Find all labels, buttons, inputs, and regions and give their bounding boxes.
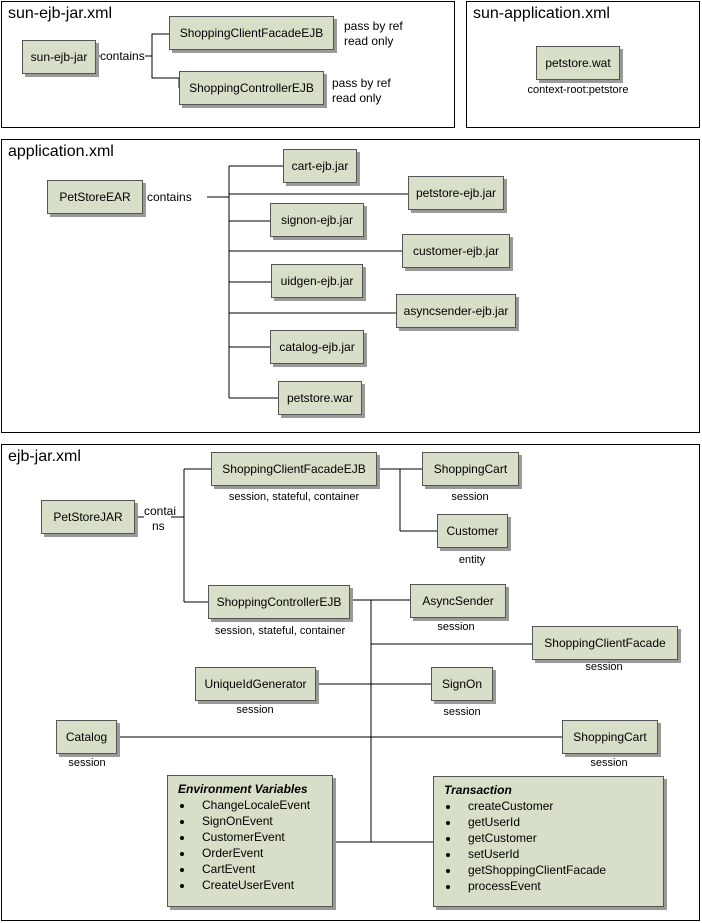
panel-title: sun-ejb-jar.xml: [8, 5, 113, 22]
module-petstore-war[interactable]: petstore.war: [278, 381, 362, 415]
node-shopping-cart-2[interactable]: ShoppingCart: [562, 720, 658, 754]
node-label: asyncsender-ejb.jar: [403, 304, 509, 318]
node-petstore-ear[interactable]: PetStoreEAR: [47, 180, 143, 214]
panel-title: sun-application.xml: [473, 5, 610, 22]
contains-label-part2: ns: [152, 519, 165, 533]
node-label: cart-ejb.jar: [291, 159, 349, 173]
node-label: ShoppingControllerEJB: [189, 81, 314, 95]
node-label: petstore.wat: [545, 56, 611, 70]
node-label: catalog-ejb.jar: [279, 340, 355, 354]
node-label: signon-ejb.jar: [280, 213, 354, 227]
node-shopping-client-facade[interactable]: ShoppingClientFacade: [532, 626, 678, 660]
module-uidgen-ejb-jar[interactable]: uidgen-ejb.jar: [271, 264, 363, 298]
node-shopping-controller-ejb[interactable]: ShoppingControllerEJB: [179, 71, 324, 105]
node-label: petstore.war: [286, 391, 354, 405]
node-label: ShoppingControllerEJB: [216, 595, 342, 609]
list-item: ChangeLocaleEvent: [194, 797, 322, 813]
node-label: UniqueIdGenerator: [204, 677, 307, 691]
cart-desc: session: [451, 491, 489, 503]
scf-desc: session: [585, 661, 623, 673]
note-read-only-1: read only: [344, 34, 394, 48]
list-item: createCustomer: [460, 798, 653, 814]
module-cart-ejb-jar[interactable]: cart-ejb.jar: [283, 149, 357, 183]
transaction-list: createCustomer getUserId getCustomer set…: [444, 798, 653, 894]
node-sun-ejb-jar[interactable]: sun-ejb-jar: [22, 40, 96, 74]
catalog-desc: session: [68, 757, 106, 769]
uid-desc: session: [236, 704, 274, 716]
node-label: customer-ejb.jar: [412, 244, 500, 258]
node-label: petstore-ejb.jar: [415, 186, 497, 200]
node-label: SignOn: [441, 677, 483, 691]
node-catalog[interactable]: Catalog: [56, 720, 117, 754]
node-label: Catalog: [65, 730, 108, 744]
contains-label-part1: contai: [144, 504, 177, 518]
list-item: SignOnEvent: [194, 813, 322, 829]
async-desc: session: [437, 621, 475, 633]
node-async-sender[interactable]: AsyncSender: [410, 584, 506, 618]
module-asyncsender-ejb-jar[interactable]: asyncsender-ejb.jar: [396, 294, 516, 328]
list-item: getShoppingClientFacade: [460, 862, 653, 878]
panel-title: application.xml: [8, 143, 114, 160]
environment-variables-box: Environment Variables ChangeLocaleEvent …: [167, 775, 333, 907]
environment-variables-title: Environment Variables: [178, 782, 308, 796]
transaction-title: Transaction: [444, 783, 512, 797]
list-item: getUserId: [460, 814, 653, 830]
environment-variables-list: ChangeLocaleEvent SignOnEvent CustomerEv…: [178, 797, 322, 893]
customer-desc: entity: [458, 554, 486, 566]
list-item: CustomerEvent: [194, 829, 322, 845]
list-item: OrderEvent: [194, 845, 322, 861]
node-label: AsyncSender: [422, 594, 494, 608]
facade-desc: session, stateful, container: [228, 491, 360, 503]
module-catalog-ejb-jar[interactable]: catalog-ejb.jar: [270, 330, 364, 364]
node-label: uidgen-ejb.jar: [280, 274, 354, 288]
contains-label: contains: [100, 49, 145, 63]
node-petstore-jar[interactable]: PetStoreJAR: [41, 500, 135, 534]
controller-desc: session, stateful, container: [214, 625, 346, 637]
node-label: ShoppingClientFacadeEJB: [179, 26, 324, 40]
contains-label: contains: [147, 190, 192, 204]
node-label: sun-ejb-jar: [30, 50, 88, 64]
node-unique-id-generator[interactable]: UniqueIdGenerator: [195, 667, 316, 701]
node-label: PetStoreEAR: [59, 190, 131, 204]
node-shopping-controller-ejb[interactable]: ShoppingControllerEJB: [208, 585, 350, 619]
context-root-label: context-root:petstore: [527, 84, 629, 96]
module-signon-ejb-jar[interactable]: signon-ejb.jar: [270, 203, 364, 237]
node-signon[interactable]: SignOn: [431, 667, 493, 701]
signon-desc: session: [443, 706, 481, 718]
list-item: getCustomer: [460, 830, 653, 846]
module-petstore-ejb-jar[interactable]: petstore-ejb.jar: [408, 176, 504, 210]
module-customer-ejb-jar[interactable]: customer-ejb.jar: [402, 234, 510, 268]
node-label: Customer: [446, 524, 499, 538]
list-item: processEvent: [460, 878, 653, 894]
note-pass-by-ref-2: pass by ref: [332, 76, 391, 90]
note-pass-by-ref-1: pass by ref: [344, 19, 403, 33]
node-label: ShoppingCart: [573, 730, 647, 744]
list-item: CreateUserEvent: [194, 877, 322, 893]
node-shopping-client-facade-ejb[interactable]: ShoppingClientFacadeEJB: [211, 452, 377, 486]
node-shopping-cart[interactable]: ShoppingCart: [422, 452, 519, 486]
panel-title: ejb-jar.xml: [8, 448, 81, 465]
node-label: ShoppingClientFacade: [544, 636, 666, 650]
transaction-box: Transaction createCustomer getUserId get…: [433, 776, 664, 907]
node-customer[interactable]: Customer: [437, 514, 508, 548]
node-label: PetStoreJAR: [53, 510, 123, 524]
node-shopping-client-facade-ejb[interactable]: ShoppingClientFacadeEJB: [169, 16, 334, 50]
node-label: ShoppingCart: [433, 462, 508, 476]
list-item: CartEvent: [194, 861, 322, 877]
note-read-only-2: read only: [332, 91, 382, 105]
panel-sun-application: sun-application.xml: [466, 1, 700, 128]
node-label: ShoppingClientFacadeEJB: [222, 462, 366, 476]
cart2-desc: session: [590, 757, 628, 769]
list-item: setUserId: [460, 846, 653, 862]
node-petstore-wat[interactable]: petstore.wat: [536, 46, 620, 80]
